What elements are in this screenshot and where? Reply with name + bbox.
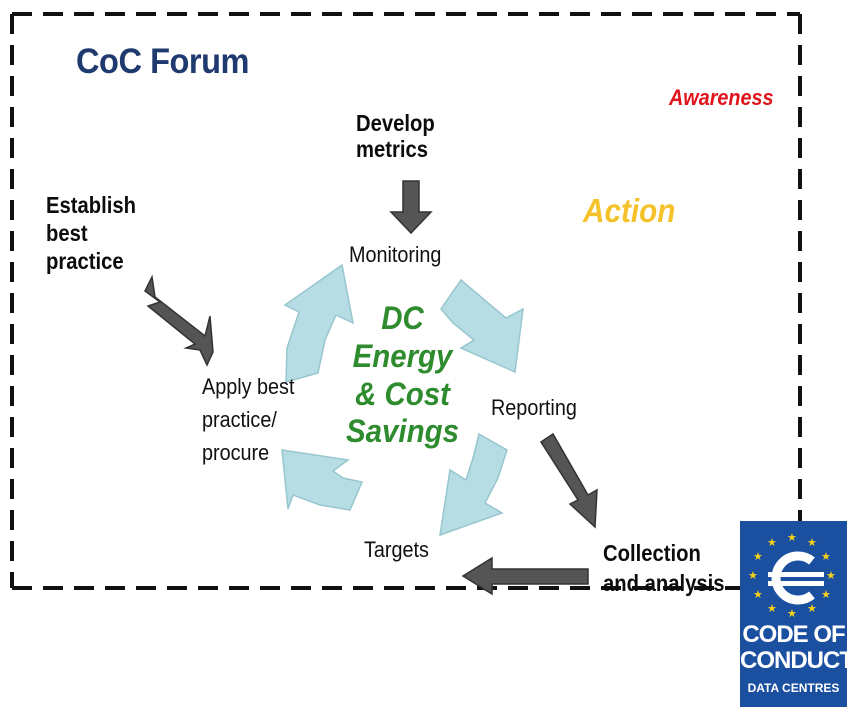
establish-line-1: Establish — [46, 192, 136, 218]
establish-best-practice-label: Establish best practice — [46, 191, 136, 275]
targets-label: Targets — [364, 537, 429, 562]
apply-best-practice-label: Apply best practice/ procure — [202, 370, 294, 469]
svg-text:★: ★ — [821, 588, 831, 601]
center-line-1: DC — [381, 300, 424, 336]
action-label: Action — [583, 192, 676, 229]
logo-line-1: CODE OF — [742, 621, 845, 648]
establish-line-3: practice — [46, 248, 124, 275]
collection-to-targets-arrow — [461, 556, 589, 596]
logo-stars-icon: ★ ★ ★ ★ ★ ★ ★ ★ ★ ★ ★ ★ — [748, 531, 836, 620]
cycle-arrow-monitoring-to-reporting — [440, 278, 524, 374]
establish-line-2: best — [46, 220, 88, 247]
reporting-label: Reporting — [491, 395, 577, 420]
svg-text:★: ★ — [748, 569, 758, 582]
forum-boundary — [10, 12, 802, 590]
code-of-conduct-logo: ★ ★ ★ ★ ★ ★ ★ ★ ★ ★ ★ ★ CODE OF CONDUCT … — [740, 521, 847, 707]
svg-text:★: ★ — [826, 569, 836, 582]
develop-metrics-label: Develop metrics — [356, 110, 435, 163]
establish-best-practice-arrow — [144, 274, 214, 367]
logo-c-mark-icon — [768, 551, 824, 605]
center-energy-savings-text: DC Energy & Cost Savings — [327, 300, 479, 451]
cycle-arrow-targets-to-apply — [281, 449, 364, 511]
awareness-label: Awareness — [669, 85, 774, 110]
reporting-to-collection-arrow — [539, 432, 598, 529]
svg-text:★: ★ — [821, 550, 831, 563]
center-line-3: & Cost — [355, 375, 450, 412]
cycle-arrow-reporting-to-targets — [439, 432, 508, 537]
cycle-arrow-apply-to-monitoring — [283, 263, 355, 383]
svg-text:★: ★ — [787, 607, 797, 620]
cycle-arrows — [281, 263, 524, 537]
collection-and-analysis-label: Collection and analysis — [603, 538, 725, 599]
collection-line-1: Collection — [603, 540, 701, 566]
svg-text:★: ★ — [807, 536, 817, 549]
logo-emblem-icon: ★ ★ ★ ★ ★ ★ ★ ★ ★ ★ ★ ★ — [748, 531, 836, 620]
forum-title: CoC Forum — [76, 42, 250, 81]
develop-metrics-line-1: Develop — [356, 110, 435, 136]
collection-line-2: and analysis — [603, 570, 725, 597]
develop-metrics-arrow — [389, 180, 433, 235]
svg-text:★: ★ — [807, 602, 817, 615]
svg-text:★: ★ — [767, 602, 777, 615]
monitoring-label: Monitoring — [349, 242, 442, 267]
svg-text:★: ★ — [767, 536, 777, 549]
flow-arrows — [144, 180, 598, 596]
apply-line-2: practice/ — [202, 407, 277, 432]
center-line-4: Savings — [346, 413, 459, 450]
svg-text:★: ★ — [753, 588, 763, 601]
svg-text:★: ★ — [753, 550, 763, 563]
apply-line-3: procure — [202, 440, 270, 465]
logo-line-2: CONDUCT — [740, 647, 847, 674]
center-line-2: Energy — [352, 337, 453, 374]
apply-line-1: Apply best — [202, 374, 295, 399]
develop-metrics-line-2: metrics — [356, 135, 429, 162]
svg-text:★: ★ — [787, 531, 797, 544]
logo-line-3: DATA CENTRES — [747, 681, 840, 695]
